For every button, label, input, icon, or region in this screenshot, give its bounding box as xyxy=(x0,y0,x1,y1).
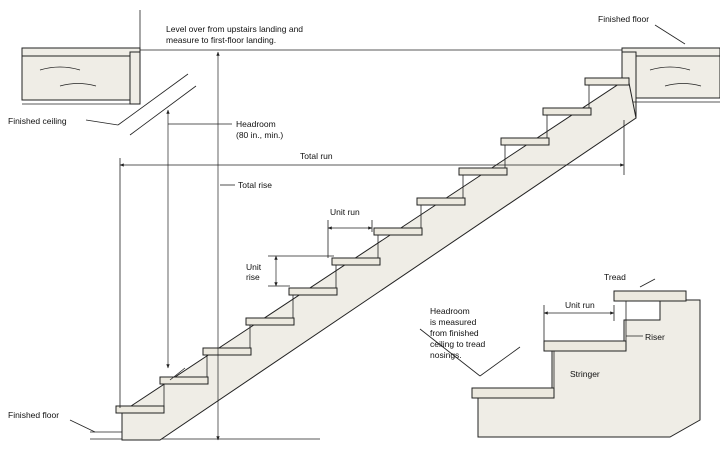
detail-note-line-5: nosings. xyxy=(430,350,462,360)
upper-landing-structure xyxy=(621,47,720,119)
finished-ceiling-label: Finished ceiling xyxy=(8,116,67,126)
detail-note-line-1: Headroom xyxy=(430,306,470,316)
headroom-label-line-1: Headroom xyxy=(236,119,276,129)
finished-floor-top-label: Finished floor xyxy=(598,14,649,24)
detail-note-line-2: is measured xyxy=(430,317,477,327)
unit-rise-label-line-2: rise xyxy=(246,272,260,282)
detail-unit-run-label: Unit run xyxy=(565,300,595,310)
detail-tread-label: Tread xyxy=(604,272,626,282)
labels: Level over from upstairs landing and mea… xyxy=(8,14,686,433)
total-rise-label: Total rise xyxy=(238,180,272,190)
detail-inset xyxy=(419,278,701,438)
level-note-line-1: Level over from upstairs landing and xyxy=(166,24,303,34)
ceiling-sight-lines xyxy=(85,73,197,381)
stair-steps xyxy=(115,77,630,414)
headroom-label-line-2: (80 in., min.) xyxy=(236,130,283,140)
total-run-dimension xyxy=(119,120,625,408)
upper-floor-structure xyxy=(21,10,141,105)
unit-run-label: Unit run xyxy=(330,207,360,217)
detail-stringer-label: Stringer xyxy=(570,369,600,379)
unit-run-dimension xyxy=(327,220,373,258)
total-run-label: Total run xyxy=(300,151,333,161)
detail-riser-label: Riser xyxy=(645,332,665,342)
level-note-line-2: measure to first-floor landing. xyxy=(166,35,276,45)
detail-note-line-4: ceiling to tread xyxy=(430,339,486,349)
finished-floor-bottom-label: Finished floor xyxy=(8,410,59,420)
unit-rise-dimension xyxy=(268,255,334,287)
unit-rise-label-line-1: Unit xyxy=(246,262,262,272)
detail-note-line-3: from finished xyxy=(430,328,479,338)
